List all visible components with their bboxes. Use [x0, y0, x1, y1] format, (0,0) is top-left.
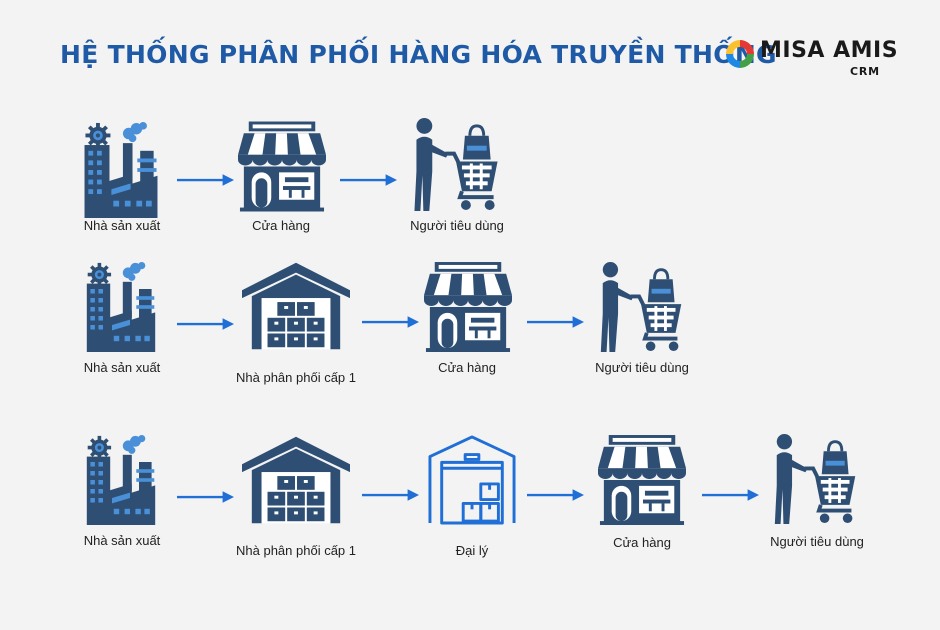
page-title: HỆ THỐNG PHÂN PHỐI HÀNG HÓA TRUYỀN THỐNG	[60, 40, 777, 69]
arrow-icon	[527, 489, 584, 501]
factory-icon	[82, 262, 160, 352]
node-label: Người tiêu dùng	[770, 534, 864, 549]
node-label: Nhà phân phối cấp 1	[236, 543, 356, 558]
node-label: Nhà sản xuất	[83, 360, 161, 375]
warehouse-icon	[242, 436, 350, 524]
arrow-icon	[177, 318, 234, 330]
node-label: Nhà sản xuất	[83, 533, 161, 548]
misa-amis-logo: MISA AMIS CRM	[724, 36, 898, 82]
factory-icon	[82, 122, 160, 218]
shopper-cart-icon	[772, 434, 860, 524]
arrow-icon	[362, 489, 419, 501]
warehouse-icon	[242, 262, 350, 350]
arrow-icon	[527, 316, 584, 328]
node-label: Nhà phân phối cấp 1	[236, 370, 356, 385]
node-label: Cửa hàng	[613, 535, 671, 550]
node-label: Đại lý	[455, 543, 489, 558]
store-icon	[424, 262, 512, 352]
store-icon	[598, 435, 686, 525]
arrow-icon	[362, 316, 419, 328]
node-label: Cửa hàng	[252, 218, 310, 233]
node-label: Người tiêu dùng	[410, 218, 504, 233]
node-label: Cửa hàng	[438, 360, 496, 375]
arrow-icon	[702, 489, 759, 501]
factory-icon	[82, 435, 160, 525]
store-icon	[238, 121, 326, 212]
arrow-icon	[177, 491, 234, 503]
agent-depot-icon	[428, 434, 516, 526]
logo-text: MISA AMIS	[760, 38, 899, 63]
node-label: Người tiêu dùng	[595, 360, 689, 375]
shopper-cart-icon	[412, 118, 502, 211]
logo-ring-icon	[726, 40, 754, 68]
arrow-icon	[177, 174, 234, 186]
node-label: Nhà sản xuất	[83, 218, 161, 233]
shopper-cart-icon	[598, 262, 686, 352]
arrow-icon	[340, 174, 397, 186]
logo-subtext: CRM	[850, 65, 880, 78]
